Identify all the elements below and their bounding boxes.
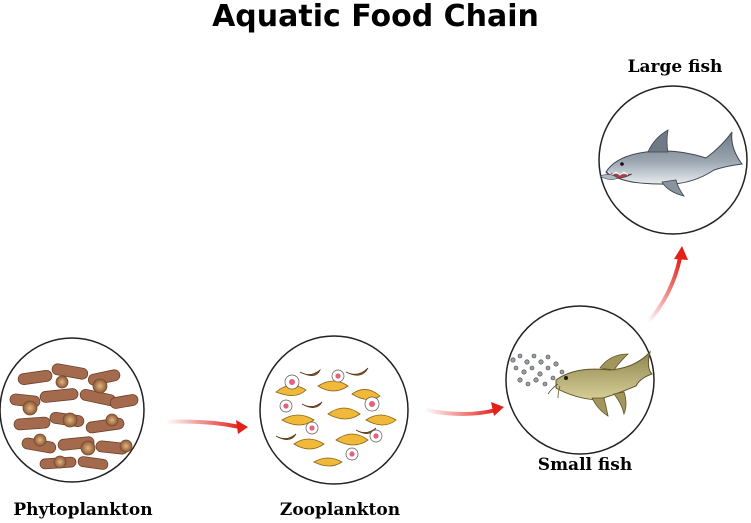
small-fish-label: Small fish bbox=[537, 455, 633, 475]
arrow-phyto-to-zoo bbox=[165, 419, 248, 434]
large-fish-label: Large fish bbox=[627, 57, 723, 77]
shark-illustration bbox=[599, 129, 743, 197]
arrow-zoo-to-small bbox=[424, 402, 504, 416]
large-fish-node bbox=[598, 85, 748, 235]
phytoplankton-label: Phytoplankton bbox=[13, 500, 153, 520]
zooplankton-node bbox=[259, 335, 409, 485]
zooplankton-illustration bbox=[275, 367, 397, 467]
phytoplankton-node bbox=[0, 337, 145, 483]
small-fish-node bbox=[505, 305, 655, 455]
phytoplankton-illustration bbox=[9, 363, 139, 470]
diagram-title: Aquatic Food Chain bbox=[212, 0, 539, 34]
arrow-small-to-large bbox=[646, 246, 688, 324]
catfish-illustration bbox=[510, 350, 653, 417]
zooplankton-label: Zooplankton bbox=[279, 500, 401, 520]
